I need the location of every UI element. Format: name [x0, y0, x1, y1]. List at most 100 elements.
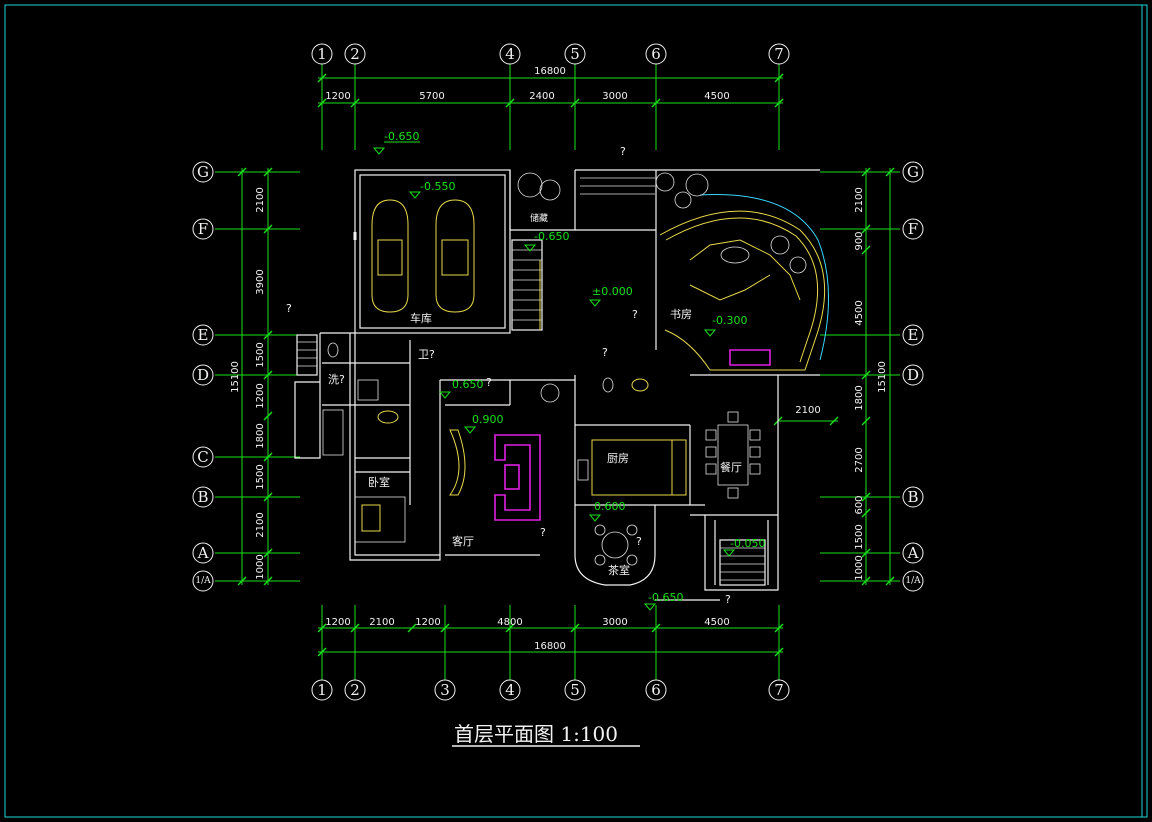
axis-left-G: G: [197, 163, 209, 181]
axis-right-D: D: [907, 366, 919, 384]
bottom-dim-6: 4500: [704, 617, 729, 628]
elev-3: -0.650: [534, 230, 569, 243]
vertical-grid-bottom: [321, 605, 780, 680]
axis-top-7: 7: [774, 45, 784, 63]
axis-left-F: F: [198, 220, 208, 238]
mark-q5: ?: [486, 376, 492, 389]
bottom-dim-2: 2100: [369, 617, 394, 628]
room-labels: 车库 储藏 书房 洗? 卫? 卧室 厨房 餐厅 茶室 客厅 ? ? ? ? ? …: [286, 145, 742, 606]
room-dining: 餐厅: [720, 460, 742, 474]
elev-7: 0.900: [472, 413, 504, 426]
elev-4: ±0.000: [592, 285, 633, 298]
elevation-markers: -0.650 -0.550 -0.650 ±0.000 -0.300 0.650…: [372, 130, 765, 611]
axis-left-C: C: [197, 448, 208, 466]
elev-1: -0.650: [384, 130, 419, 143]
room-guest: 客厅: [452, 534, 474, 548]
bathroom-fixtures: [322, 342, 649, 543]
drawing-title: 首层平面图 1:100: [454, 722, 618, 746]
left-dim-7: 2100: [255, 512, 266, 537]
left-dim-4: 1200: [255, 383, 266, 408]
axis-right-A: A: [907, 544, 919, 562]
elev-5: -0.300: [712, 314, 747, 327]
axis-top-4: 4: [505, 45, 515, 63]
stairs: [296, 177, 766, 586]
axis-left-B: B: [197, 488, 208, 506]
axis-bottom-6: 6: [651, 681, 661, 699]
plants: [517, 172, 807, 403]
mark-q2: ?: [286, 302, 292, 315]
axis-bottom-4: 4: [505, 681, 515, 699]
mark-q3: ?: [632, 308, 638, 321]
top-dim-4: 3000: [602, 91, 627, 102]
mark-q6: ?: [540, 526, 546, 539]
axis-bottom-5: 5: [570, 681, 580, 699]
mark-q1: ?: [620, 145, 626, 158]
right-dim-2: 900: [854, 231, 865, 250]
axis-right-G: G: [907, 163, 919, 181]
bottom-dim-5: 3000: [602, 617, 627, 628]
left-total-dim: 15100: [230, 361, 241, 393]
top-dim-2: 5700: [419, 91, 444, 102]
room-garage: 车库: [410, 311, 432, 325]
top-dim-3: 2400: [529, 91, 554, 102]
room-storage: 储藏: [530, 212, 548, 224]
horizontal-grid: [215, 171, 900, 582]
room-laundry: 洗?: [328, 373, 345, 386]
right-dim-5: 2700: [854, 447, 865, 472]
axis-bubbles-bottom: 1 2 3 4 5 6 7: [311, 679, 790, 701]
kitchen-counters: [577, 439, 687, 496]
top-dim-5: 4500: [704, 91, 729, 102]
curved-bay-window: [659, 194, 829, 371]
dining-table: [594, 411, 761, 566]
room-tea: 茶室: [608, 563, 630, 577]
mark-q8: ?: [636, 535, 642, 548]
living-sofa: [449, 349, 771, 521]
top-total-dim: 16800: [534, 66, 566, 77]
axis-bubbles-top: 1 2 4 5 6 7: [311, 43, 790, 65]
elev-8: 0.600: [594, 500, 626, 513]
right-dimensions: 2100 15100 2100 900 4500 1800 2700 600 1…: [773, 167, 895, 586]
right-dim-7: 1500: [854, 524, 865, 549]
right-dim-4: 1800: [854, 385, 865, 410]
axis-top-6: 6: [651, 45, 661, 63]
drawing-frame: [4, 4, 1148, 818]
elev-2: -0.550: [420, 180, 455, 193]
right-dim-8: 1000: [854, 555, 865, 580]
right-dim-1: 2100: [854, 187, 865, 212]
bottom-dimensions: 1200 2100 1200 4800 3000 4500 16800: [317, 617, 784, 657]
left-dimensions: 15100 2100 3900 1500 1200 1800 1500 2100…: [230, 167, 273, 586]
right-dim-6: 600: [854, 495, 865, 514]
room-study: 书房: [670, 308, 692, 321]
building-walls: [294, 169, 820, 601]
room-bedroom: 卧室: [368, 475, 390, 489]
bottom-dim-1: 1200: [325, 617, 350, 628]
room-bath: 卫?: [418, 348, 435, 361]
left-dim-1: 2100: [255, 187, 266, 212]
room-kitchen: 厨房: [607, 452, 629, 465]
axis-left-A: A: [197, 544, 209, 562]
axis-top-1: 1: [317, 45, 327, 63]
axis-left-1A: 1/A: [195, 576, 211, 586]
axis-bubbles-left: G F E D C B A 1/A: [192, 161, 214, 592]
bottom-total-dim: 16800: [534, 641, 566, 652]
axis-right-E: E: [908, 326, 919, 344]
axis-right-F: F: [908, 220, 918, 238]
top-dimensions: 16800 1200 5700 2400 3000 4500: [317, 66, 784, 108]
bottom-dim-4: 4800: [497, 617, 522, 628]
axis-bottom-3: 3: [440, 681, 450, 699]
axis-bottom-7: 7: [774, 681, 784, 699]
left-dim-3: 1500: [255, 342, 266, 367]
axis-bottom-2: 2: [350, 681, 360, 699]
mark-q4: ?: [602, 346, 608, 359]
elev-9: -0.050: [730, 537, 765, 550]
axis-right-1A: 1/A: [905, 576, 921, 586]
right-total-dim: 15100: [877, 361, 888, 393]
elev-10: -0.650: [648, 591, 683, 604]
axis-left-E: E: [198, 326, 209, 344]
axis-bubbles-right: G F E D B A 1/A: [902, 161, 924, 592]
axis-left-D: D: [197, 366, 209, 384]
garage-cars: [371, 199, 475, 313]
bottom-dim-3: 1200: [415, 617, 440, 628]
left-dim-6: 1500: [255, 464, 266, 489]
